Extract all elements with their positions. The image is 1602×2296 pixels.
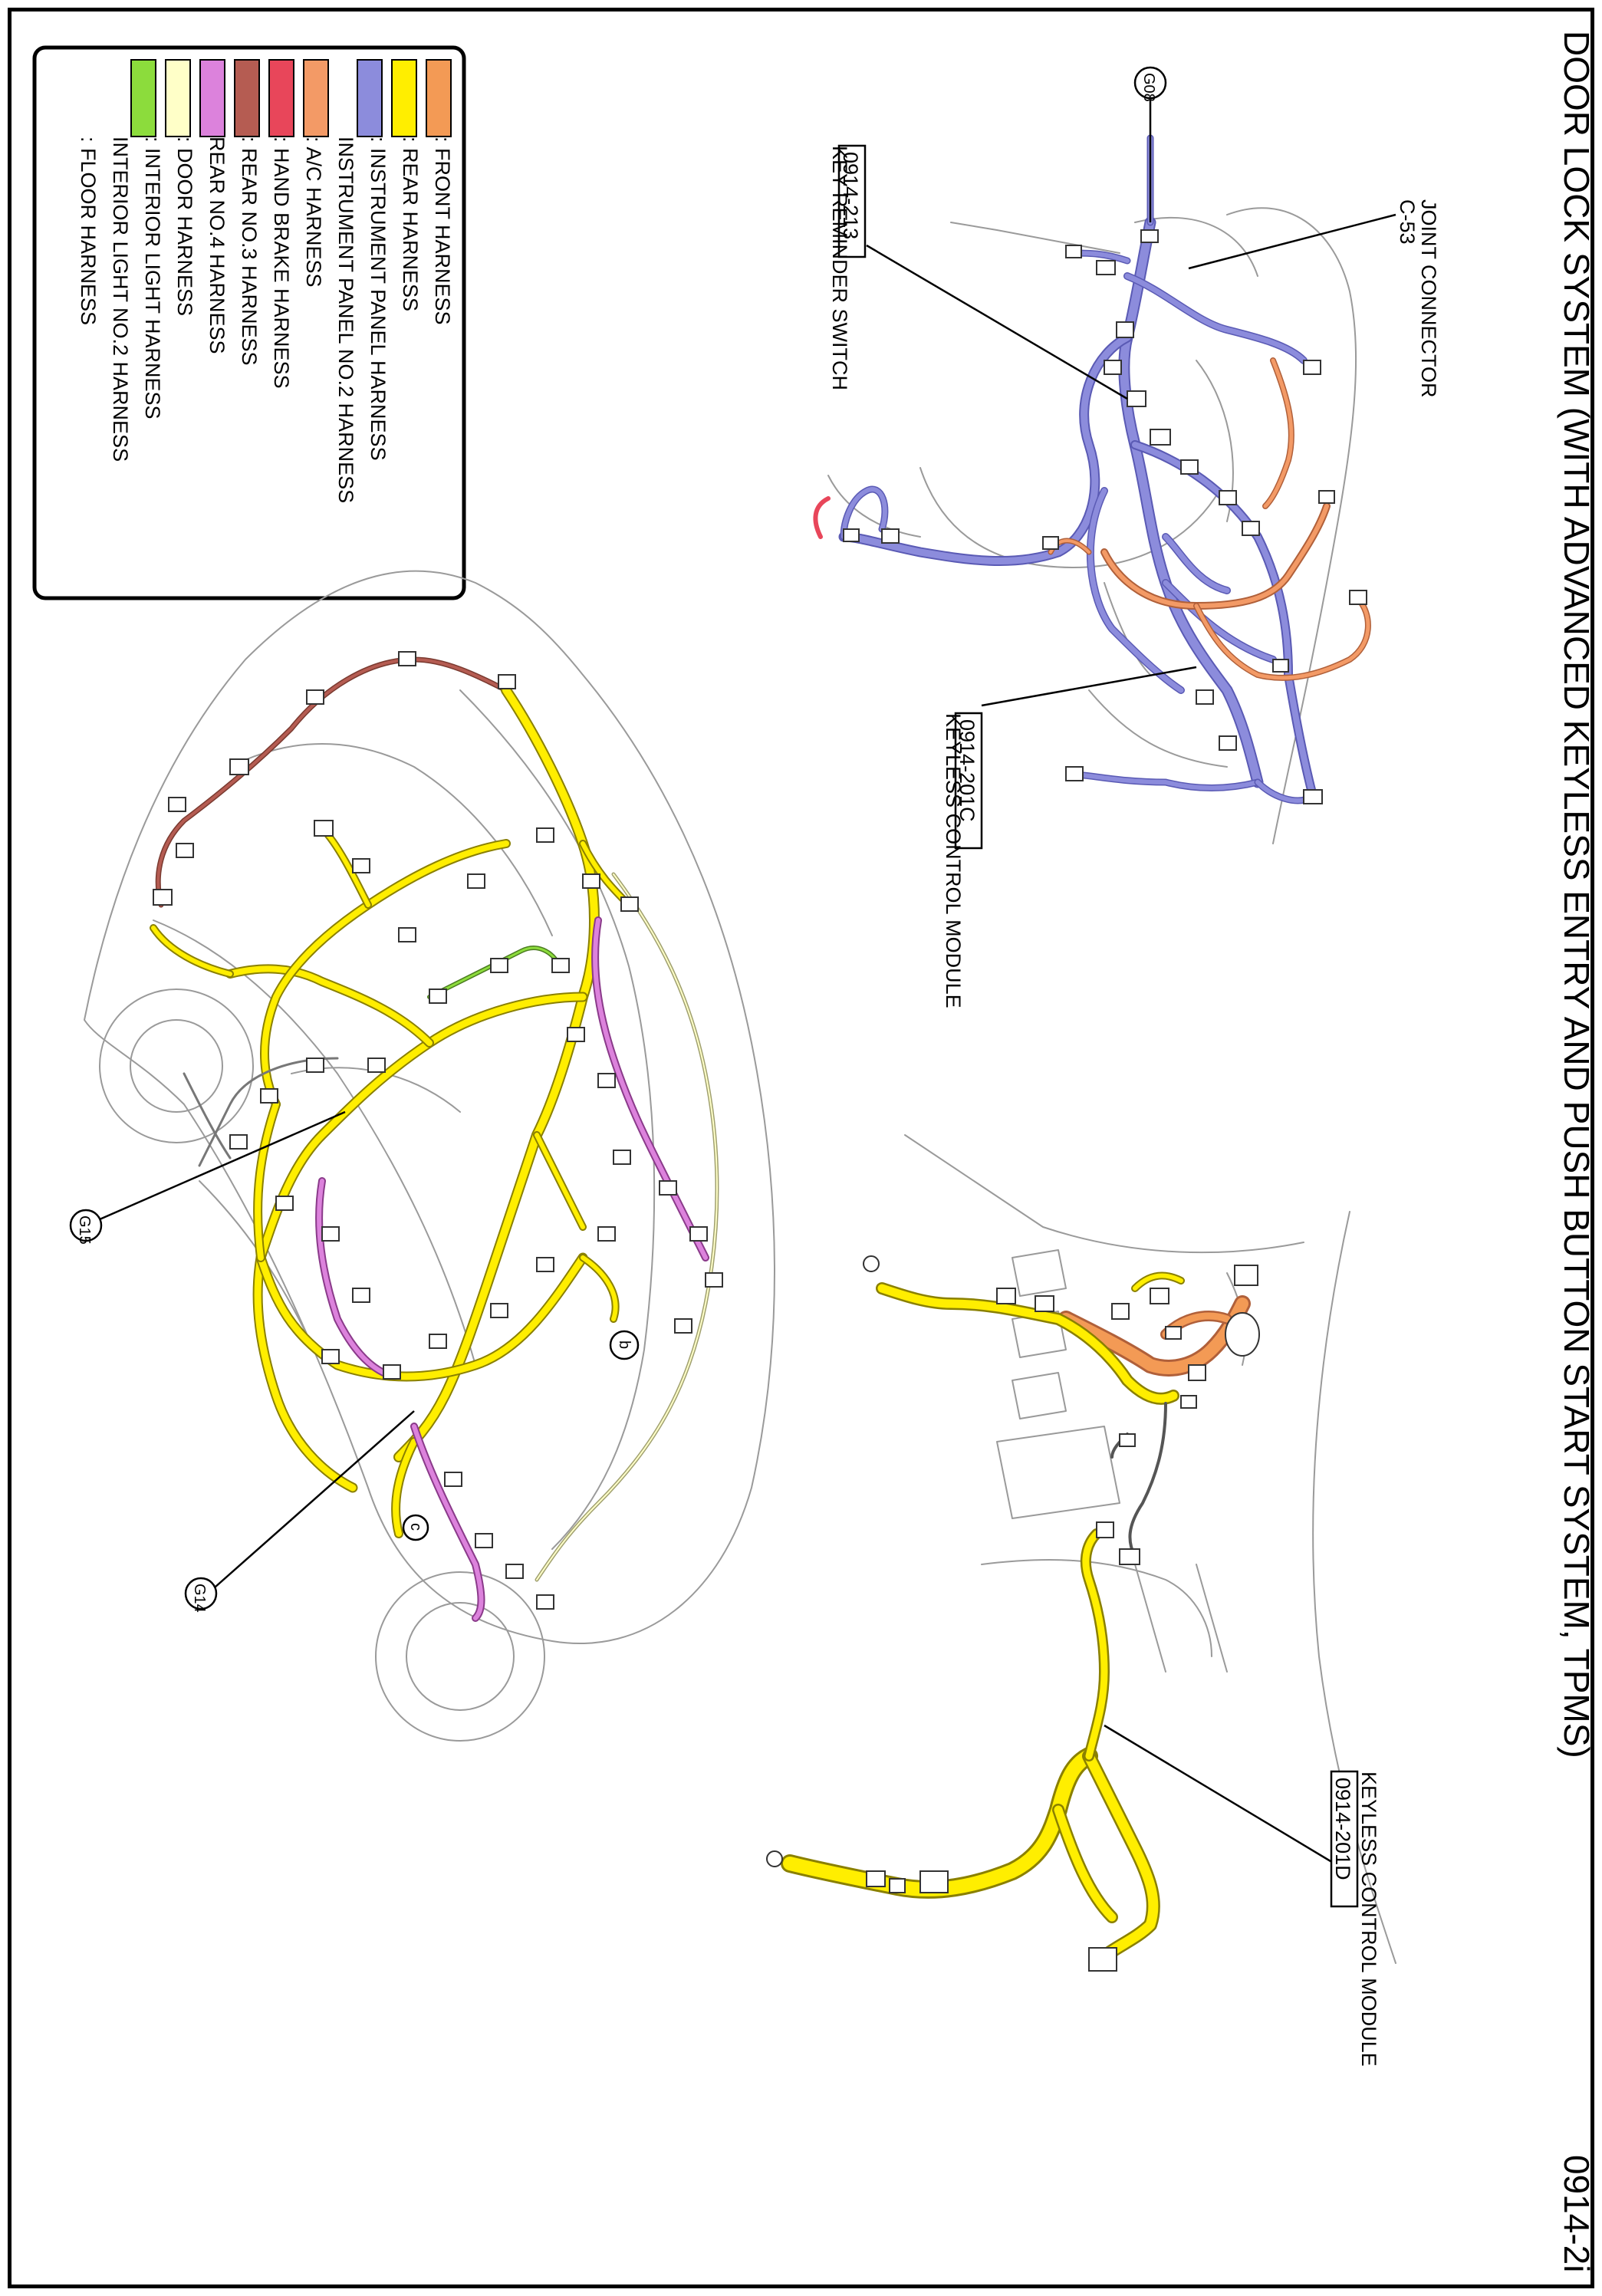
joint-marker-b: b: [609, 1330, 640, 1360]
dashboard-view: [813, 134, 1371, 844]
ground-marker-g15: G15: [69, 1209, 103, 1245]
joint-connector-label: JOINT CONNECTOR: [1417, 199, 1440, 398]
svg-text:G15: G15: [76, 1215, 93, 1245]
legend-swatch-door: [199, 59, 225, 137]
keyless-module-d-view: [766, 1521, 1160, 1972]
callout-key-reminder: 0914-213: [837, 144, 867, 258]
diagram-title: DOOR LOCK SYSTEM (WITH ADVANCED KEYLESS …: [1557, 31, 1597, 1758]
callout-key-reminder-code: 0914-213: [839, 152, 862, 239]
callout-keyless-c: 0914-201C: [954, 712, 983, 850]
svg-text:G14: G14: [191, 1584, 208, 1613]
legend-label-rear3: : REAR NO.3 HARNESS: [238, 137, 261, 366]
svg-text:b: b: [616, 1340, 633, 1349]
legend-label-instrument: : INSTRUMENT PANEL HARNESS: [367, 137, 390, 461]
legend-label-rear4: REAR NO.4 HARNESS: [206, 137, 229, 354]
legend-label-front: : FRONT HARNESS: [431, 137, 454, 325]
page-number: 0914-2i: [1557, 2155, 1597, 2272]
svg-text:c: c: [407, 1523, 424, 1531]
legend-swatch-interior: [165, 59, 191, 137]
harness-legend: : FRONT HARNESS : REAR HARNESS : INSTRUMEN…: [32, 45, 466, 600]
legend-label-door: : DOOR HARNESS: [173, 137, 196, 316]
legend-swatch-handbrake: [268, 59, 294, 137]
legend-swatch-front: [426, 59, 452, 137]
legend-label-instrument2: INSTRUMENT PANEL NO.2 HARNESS: [334, 137, 357, 503]
page-frame: [8, 8, 1594, 2288]
ground-marker-g14: G14: [184, 1577, 218, 1613]
joint-connector-code: C-53: [1396, 199, 1419, 245]
callout-keyless-d-code: 0914-201D: [1331, 1778, 1354, 1880]
legend-swatch-ac: [303, 59, 329, 137]
ground-marker-g08: G08: [1133, 66, 1167, 102]
legend-label-ac: : A/C HARNESS: [302, 137, 325, 288]
legend-swatch-rear3: [234, 59, 260, 137]
legend-label-rear: : REAR HARNESS: [399, 137, 422, 311]
center-console-view: [863, 1134, 1396, 1964]
legend-swatch-floor: [130, 59, 156, 137]
callout-keyless-c-label: KEYLESS CONTROL MODULE: [942, 713, 965, 1008]
legend-label-handbrake: : HAND BRAKE HARNESS: [270, 137, 293, 389]
legend-swatch-instrument: [357, 59, 383, 137]
legend-label-interior2: INTERIOR LIGHT NO.2 HARNESS: [109, 137, 132, 462]
svg-text:G08: G08: [1140, 73, 1157, 102]
callout-key-reminder-label: KEY REMINDER SWITCH: [828, 146, 851, 390]
callout-keyless-d: 0914-201D: [1330, 1770, 1359, 1908]
joint-marker-c: c: [402, 1514, 429, 1541]
callout-keyless-c-code: 0914-201C: [956, 719, 979, 822]
callout-keyless-d-label: KEYLESS CONTROL MODULE: [1357, 1771, 1380, 2067]
legend-swatch-rear: [391, 59, 417, 137]
vehicle-body-view: [84, 570, 775, 1742]
legend-label-interior: : INTERIOR LIGHT HARNESS: [141, 137, 164, 419]
legend-label-floor: : FLOOR HARNESS: [77, 137, 100, 325]
